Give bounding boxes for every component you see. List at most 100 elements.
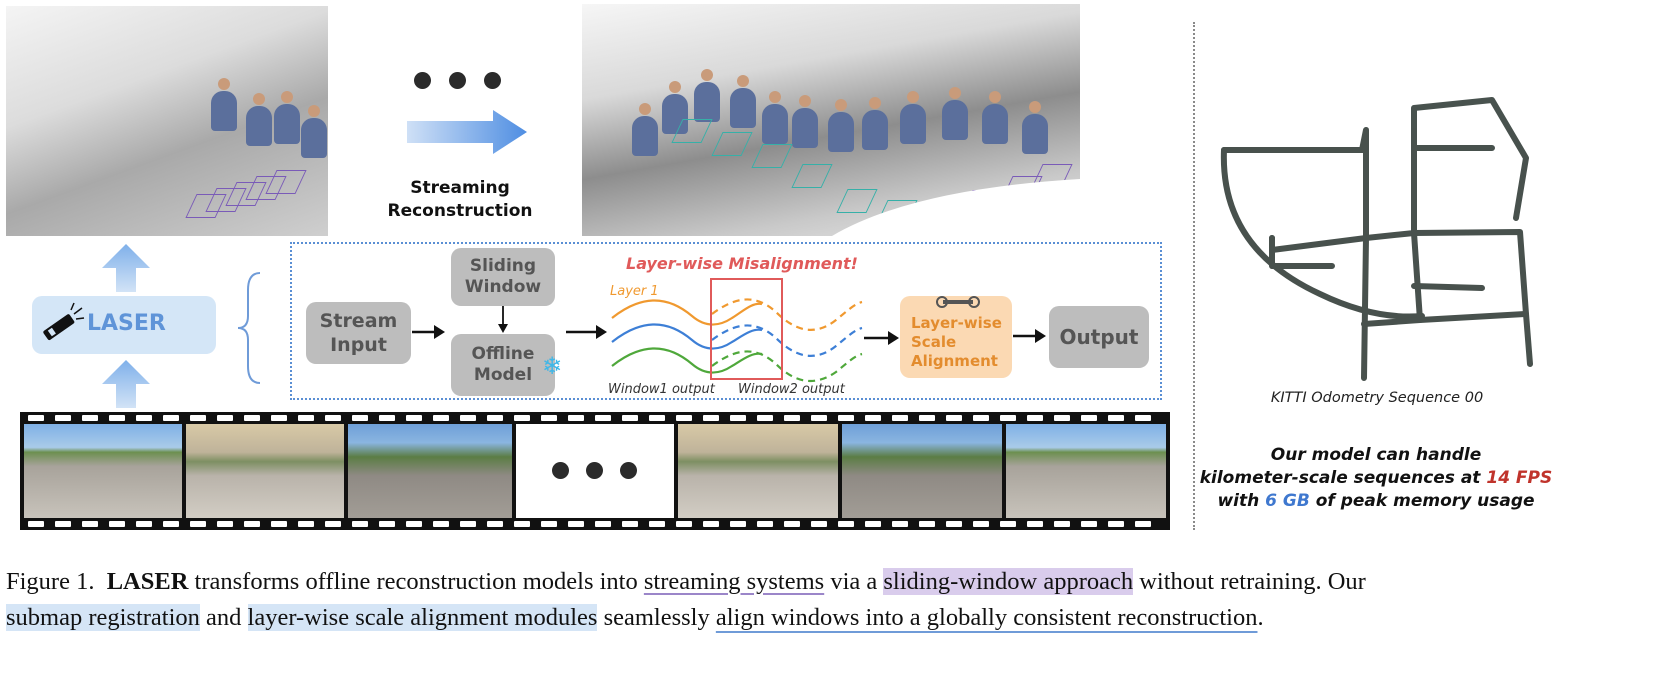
align-phrase: align windows into a globally consistent…	[715, 604, 1258, 631]
film-sprocket-hole	[838, 415, 854, 421]
ellipsis-frame	[516, 424, 674, 518]
film-sprocket-hole	[919, 521, 935, 527]
layerwise-phrase: layer-wise scale alignment modules	[247, 604, 598, 631]
initial-reconstruction-image	[6, 6, 328, 236]
film-sprocket-hole	[244, 415, 260, 421]
arrow-icon	[566, 325, 607, 339]
film-sprocket-hole	[784, 415, 800, 421]
film-sprocket-hole	[1054, 521, 1070, 527]
film-sprocket-hole	[352, 415, 368, 421]
film-sprocket-hole	[379, 415, 395, 421]
film-sprocket-hole	[217, 415, 233, 421]
film-sprocket-hole	[82, 521, 98, 527]
film-sprocket-hole	[946, 521, 962, 527]
laser-bold: LASER	[106, 568, 189, 595]
film-sprocket-hole	[1027, 415, 1043, 421]
up-arrow-top-icon	[102, 244, 150, 292]
film-sprocket-hole	[811, 521, 827, 527]
film-sprocket-hole	[892, 415, 908, 421]
film-sprocket-hole	[973, 415, 989, 421]
kitti-performance-note: Our model can handle kilometer-scale seq…	[1199, 445, 1553, 511]
window1-output-label: Window1 output	[608, 382, 715, 397]
film-sprocket-hole	[784, 521, 800, 527]
video-frame	[24, 424, 182, 518]
film-sprocket-hole	[973, 521, 989, 527]
streaming-reconstruction-image	[582, 4, 1080, 236]
film-sprocket-hole	[676, 521, 692, 527]
kitti-trajectory-map	[1220, 97, 1533, 381]
film-sprocket-hole	[1027, 521, 1043, 527]
film-sprocket-hole	[1135, 521, 1151, 527]
arrow-icon	[1013, 329, 1046, 343]
snowflake-icon: ❄	[542, 352, 563, 380]
film-sprocket-hole	[838, 521, 854, 527]
film-sprocket-hole	[541, 415, 557, 421]
film-sprocket-hole	[892, 521, 908, 527]
output-box: Output	[1049, 306, 1149, 368]
film-sprocket-hole	[487, 521, 503, 527]
film-sprocket-hole	[55, 521, 71, 527]
film-sprocket-hole	[460, 415, 476, 421]
ellipsis-dot	[552, 462, 569, 479]
film-sprocket-hole	[1081, 521, 1097, 527]
film-sprocket-hole	[1000, 521, 1016, 527]
curly-brace-icon	[237, 272, 261, 384]
film-sprocket-hole	[676, 415, 692, 421]
ellipsis-dot-2	[449, 72, 466, 89]
film-sprocket-hole	[379, 521, 395, 527]
streaming-arrow-icon	[407, 110, 527, 154]
film-sprocket-hole	[1000, 415, 1016, 421]
submap-phrase: submap registration	[6, 604, 200, 631]
film-sprocket-hole	[271, 521, 287, 527]
film-sprocket-hole	[325, 521, 341, 527]
video-frame	[186, 424, 344, 518]
scale-alignment-box: Layer-wise Scale Alignment	[900, 296, 1012, 378]
film-sprocket-hole	[460, 521, 476, 527]
up-arrow-bottom-icon	[102, 360, 150, 408]
film-sprocket-hole	[163, 415, 179, 421]
film-sprocket-hole	[946, 415, 962, 421]
film-sprocket-hole	[730, 415, 746, 421]
film-sprocket-hole	[595, 521, 611, 527]
film-sprocket-hole	[1108, 415, 1124, 421]
figure-label: Figure 1.	[6, 568, 95, 595]
film-sprocket-hole	[298, 521, 314, 527]
layer-label: Layer 1	[610, 284, 659, 299]
video-frame	[842, 424, 1002, 518]
film-sprocket-hole	[433, 521, 449, 527]
film-sprocket-hole	[1135, 415, 1151, 421]
film-sprocket-hole	[163, 521, 179, 527]
panel-divider	[1193, 22, 1195, 530]
fps-value: 14 FPS	[1486, 468, 1553, 488]
down-arrow-icon	[498, 306, 508, 333]
film-sprocket-hole	[1054, 415, 1070, 421]
arrow-icon	[864, 331, 899, 345]
film-sprocket-hole	[595, 415, 611, 421]
film-sprocket-hole	[703, 521, 719, 527]
video-frame	[678, 424, 838, 518]
laser-box: LASER	[32, 296, 216, 354]
figure-caption: Figure 1. LASER transforms offline recon…	[6, 568, 1366, 631]
video-frame	[348, 424, 512, 518]
film-sprocket-hole	[406, 415, 422, 421]
film-sprocket-hole	[703, 415, 719, 421]
laser-label: LASER	[87, 311, 166, 336]
streaming-reconstruction-label: Streaming Reconstruction	[387, 178, 533, 221]
film-sprocket-hole	[136, 521, 152, 527]
film-sprocket-hole	[352, 521, 368, 527]
film-sprocket-hole	[487, 415, 503, 421]
film-sprocket-hole	[244, 521, 260, 527]
film-sprocket-hole	[811, 415, 827, 421]
film-sprocket-hole	[1081, 415, 1097, 421]
film-sprocket-hole	[298, 415, 314, 421]
film-sprocket-hole	[55, 415, 71, 421]
ellipsis-dot-3	[484, 72, 501, 89]
memory-value: 6 GB	[1265, 491, 1310, 511]
ellipsis-dot-1	[414, 72, 431, 89]
film-sprocket-hole	[136, 415, 152, 421]
film-sprocket-hole	[865, 521, 881, 527]
streaming-systems-phrase: streaming systems	[643, 568, 825, 595]
